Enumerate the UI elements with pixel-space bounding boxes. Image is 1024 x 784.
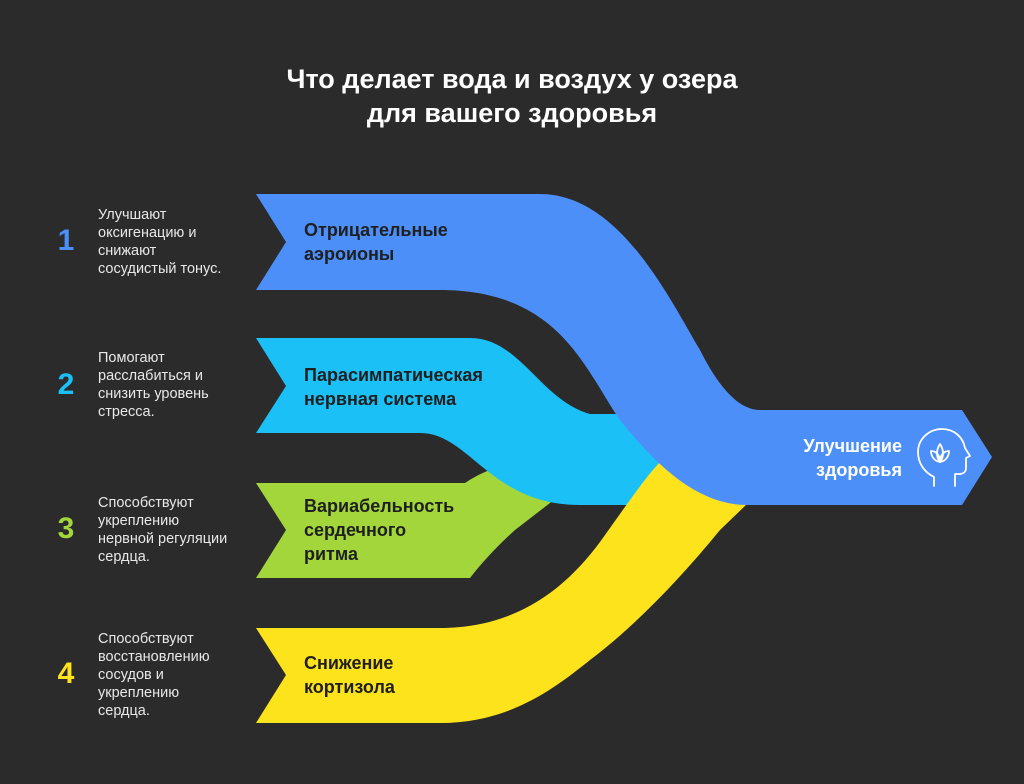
factor-description: Способствуют укреплению нервной регуляци… (98, 494, 258, 566)
mind-lotus-icon (917, 428, 971, 487)
factor-number: 1 (57, 224, 75, 257)
label-line: аэроионы (304, 244, 395, 264)
description-line: стресса. (98, 404, 155, 420)
factor-label: Снижение кортизола (304, 651, 395, 699)
description-line: восстановлению (98, 649, 210, 665)
label-line: нервная система (304, 389, 457, 409)
stream-green (256, 466, 553, 578)
description-line: снижают (98, 243, 157, 259)
factor-label: Вариабельность сердечного ритма (304, 494, 454, 566)
result-line: Улучшение (803, 436, 902, 456)
factor-description: Улучшают оксигенацию и снижают сосудисты… (98, 206, 258, 278)
description-line: сердца. (98, 703, 150, 719)
factor-label: Отрицательные аэроионы (304, 218, 448, 266)
description-line: Улучшают (98, 207, 167, 223)
factor-description: Помогают расслабиться и снизить уровень … (98, 349, 258, 421)
factor-description: Способствуют восстановлению сосудов и ук… (98, 630, 258, 720)
label-line: Отрицательные (304, 220, 448, 240)
result-label: Улучшение здоровья (780, 434, 902, 482)
description-line: нервной регуляции (98, 531, 228, 547)
description-line: сосудистый тонус. (98, 261, 222, 277)
stream-yellow (256, 462, 746, 723)
description-line: снизить уровень (98, 386, 209, 402)
description-line: сосудов и (98, 667, 164, 683)
label-line: Снижение (304, 653, 394, 673)
description-line: сердца. (98, 549, 150, 565)
result-line: здоровья (816, 460, 902, 480)
description-line: оксигенацию и (98, 225, 197, 241)
factor-number: 4 (57, 657, 75, 690)
label-line: Парасимпатическая (304, 365, 483, 385)
description-line: укреплению (98, 513, 180, 529)
description-line: расслабиться и (98, 368, 203, 384)
stream-blue (256, 194, 992, 505)
page-title: Что делает вода и воздух у озера для ваш… (0, 62, 1024, 130)
description-line: укреплению (98, 685, 180, 701)
description-line: Способствуют (98, 495, 194, 511)
label-line: ритма (304, 544, 358, 564)
stream-cyan (256, 338, 675, 505)
factor-number: 3 (57, 512, 75, 545)
title-line-1: Что делает вода и воздух у озера (286, 64, 738, 94)
label-line: сердечного (304, 520, 407, 540)
factor-number: 2 (57, 368, 75, 401)
title-line-2: для вашего здоровья (366, 98, 658, 128)
label-line: кортизола (304, 677, 395, 697)
factor-label: Парасимпатическая нервная система (304, 363, 483, 411)
description-line: Способствуют (98, 631, 194, 647)
description-line: Помогают (98, 350, 165, 366)
label-line: Вариабельность (304, 496, 455, 516)
